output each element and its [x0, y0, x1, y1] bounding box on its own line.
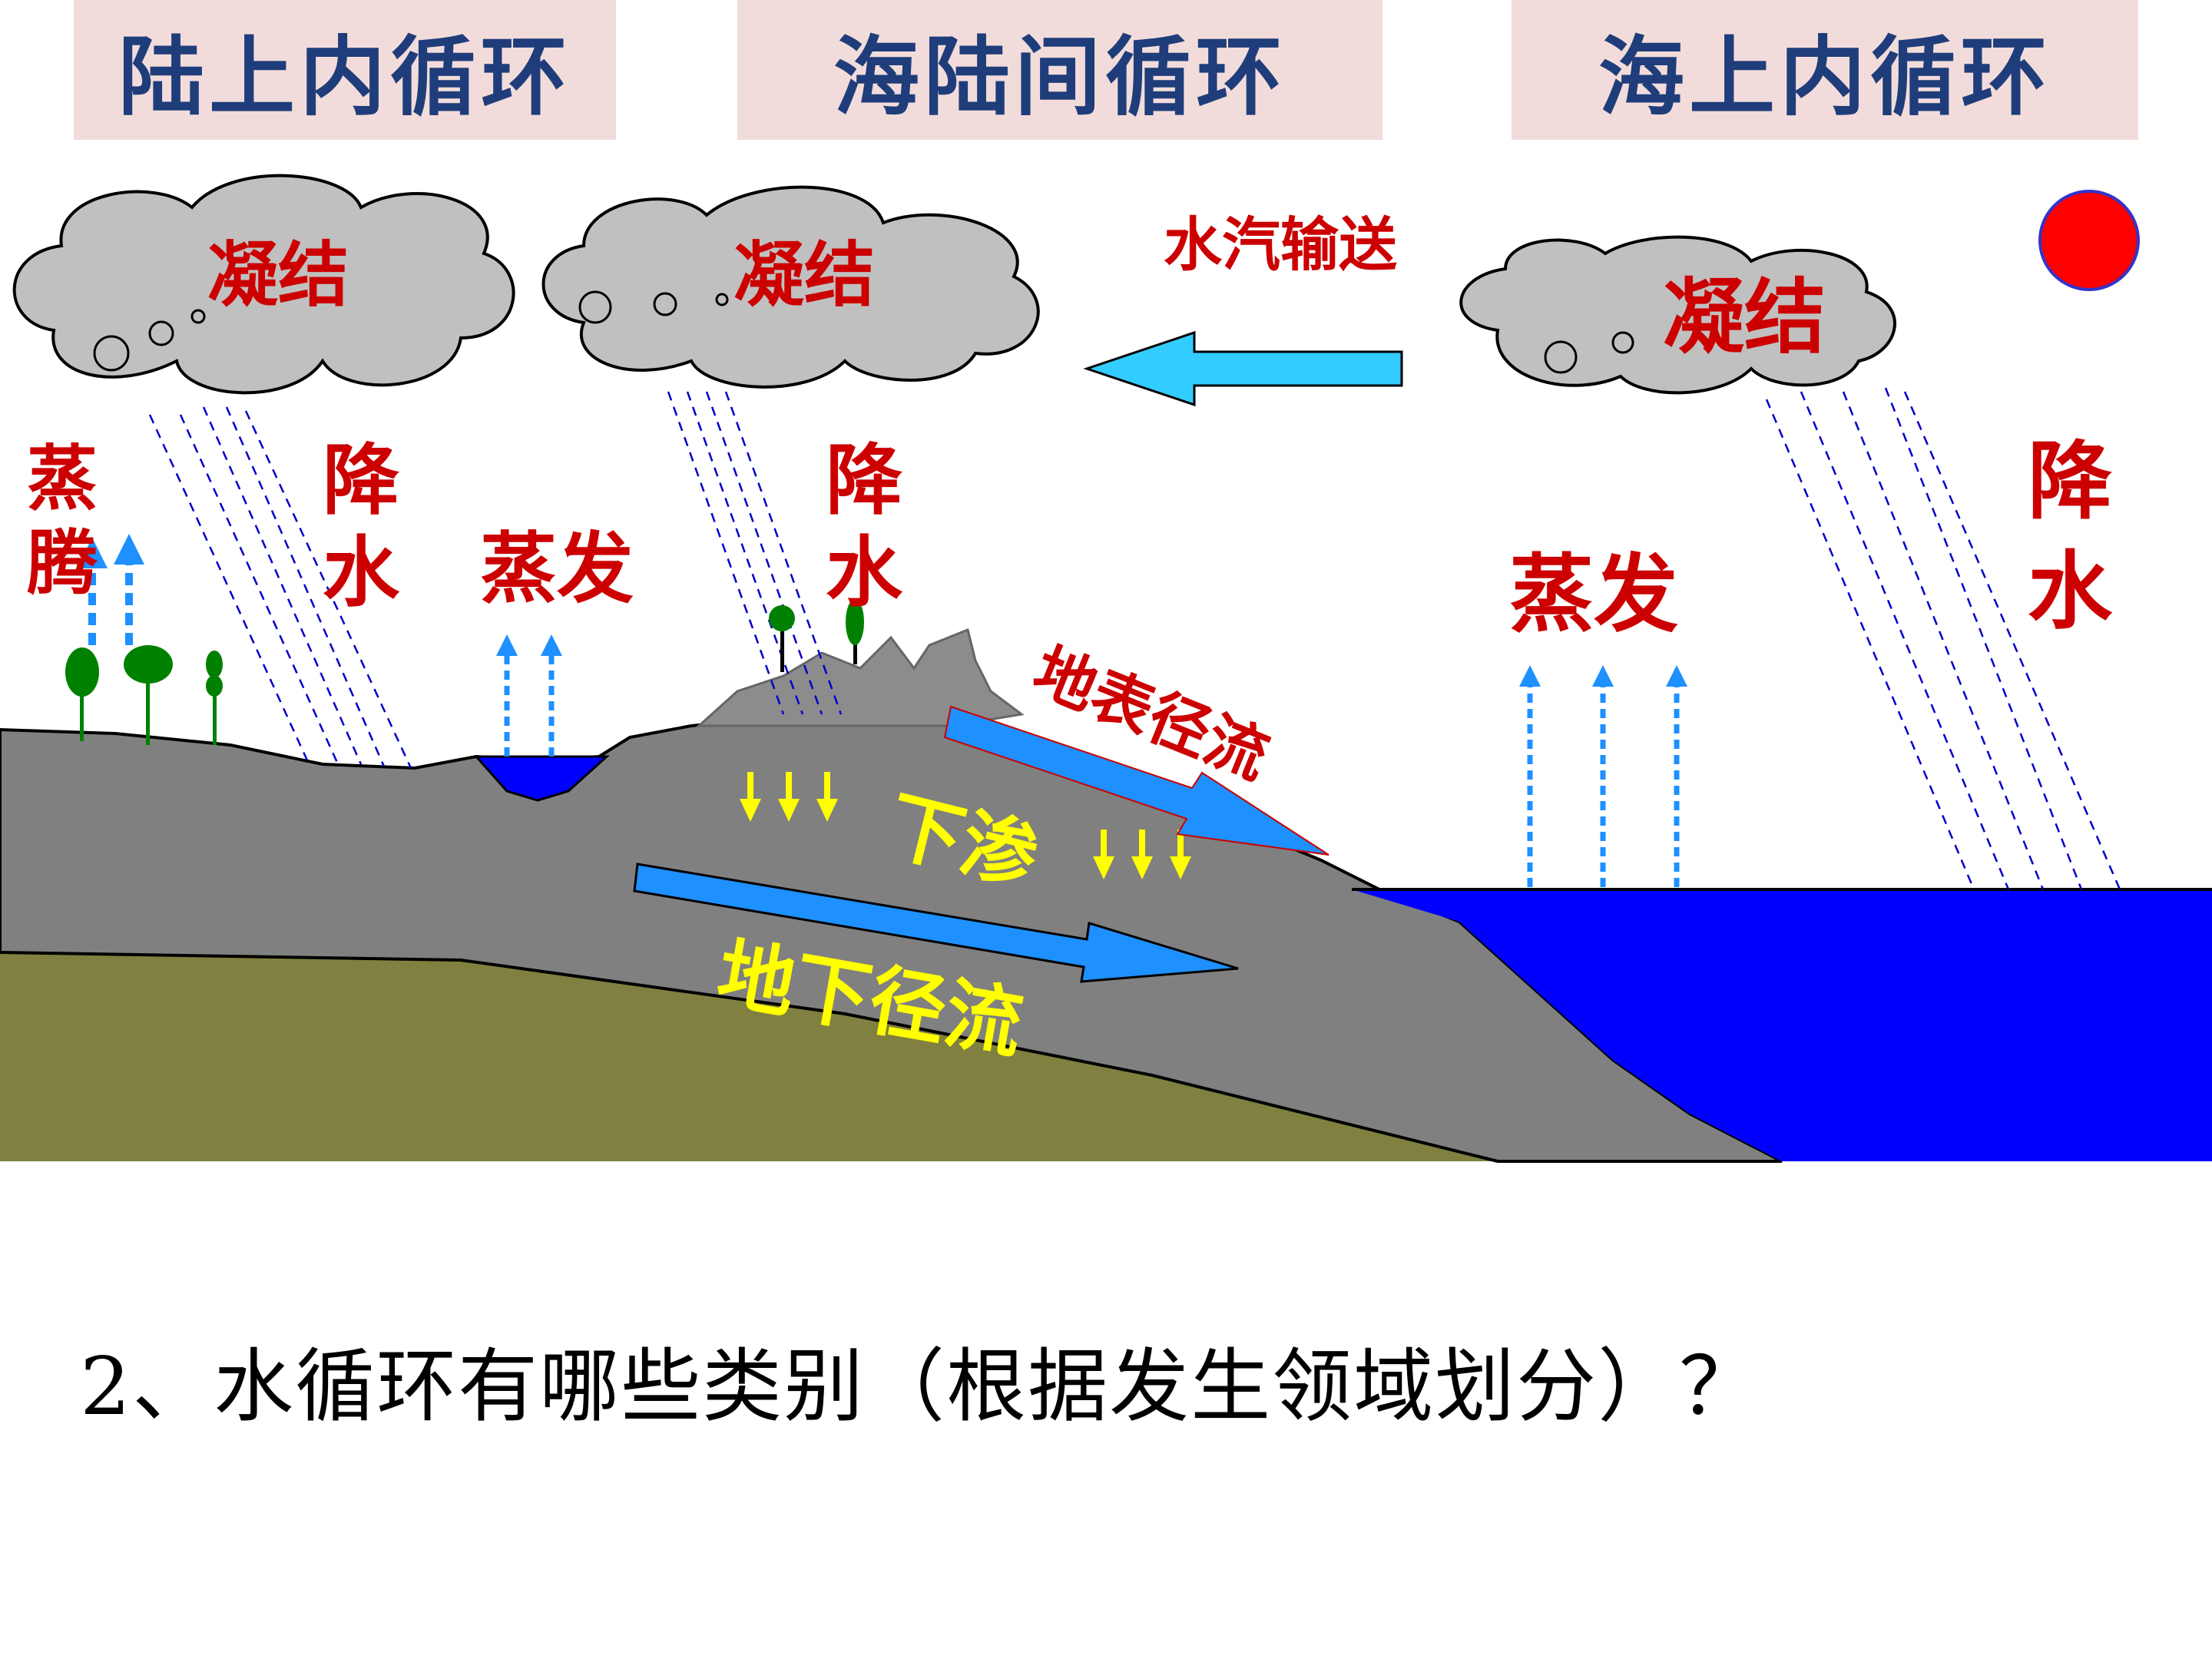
- transpiration-label: 蒸: [27, 438, 98, 520]
- tree-icon: [846, 599, 864, 664]
- header-sea-cycle-text: 海上内循环: [1598, 27, 2051, 127]
- transpiration-label: 腾: [27, 522, 98, 604]
- cloud-icon: [541, 185, 1040, 389]
- precipitation-label: 降: [826, 435, 902, 525]
- header-sea-cycle: 海上内循环: [1512, 0, 2138, 140]
- cloud-icon: [12, 174, 515, 395]
- evaporation-arrows-lake: [496, 634, 562, 757]
- transpiration-arrows: [77, 534, 144, 645]
- surface-runoff-arrow: [943, 705, 1330, 856]
- rain-middle: [667, 391, 843, 715]
- evaporation-arrows-sea: [1519, 665, 1687, 887]
- question-text: 2、水循环有哪些类别（根据发生领域划分）？: [80, 1339, 1761, 1433]
- condense-label: 凝结: [207, 234, 349, 316]
- evaporation-label: 蒸发: [1509, 545, 1678, 644]
- header-sea-land-cycle-text: 海陆间循环: [833, 27, 1286, 127]
- rain-left: [148, 406, 412, 769]
- groundwater-runoff-arrow: [633, 863, 1239, 983]
- condense-label: 凝结: [733, 234, 875, 316]
- sea: [1352, 889, 2212, 1161]
- precipitation-label: 水: [323, 528, 400, 618]
- tree-icon: [65, 647, 99, 741]
- tree-icon: [769, 605, 795, 672]
- water-cycle-diagram: 凝结 凝结 凝结 蒸 腾 降 水 蒸发 降 水 水汽输送 蒸发 降 水 地表径流…: [0, 174, 2212, 1163]
- evaporation-label: 蒸发: [480, 524, 634, 614]
- vapor-transport-label: 水汽输送: [1164, 210, 1397, 279]
- header-land-cycle: 陆上内循环: [74, 0, 616, 140]
- header-land-cycle-text: 陆上内循环: [118, 27, 571, 127]
- vapor-transport-arrow: [1083, 330, 1403, 407]
- rain-right: [1765, 387, 2121, 890]
- mountain: [696, 628, 1025, 727]
- bedrock-layer: [0, 952, 1498, 1161]
- tree-icon: [206, 651, 223, 745]
- precipitation-label: 降: [323, 435, 399, 525]
- cloud-icon: [1459, 235, 1896, 395]
- precipitation-label: 水: [2028, 542, 2113, 641]
- header-sea-land-cycle: 海陆间循环: [737, 0, 1382, 140]
- lake: [473, 755, 610, 802]
- precipitation-label: 水: [826, 528, 903, 618]
- condense-label: 凝结: [1663, 270, 1826, 365]
- infiltration-arrows: [740, 772, 1191, 879]
- precipitation-label: 降: [2028, 432, 2112, 531]
- tree-icon: [124, 645, 173, 745]
- sun-icon: [2038, 190, 2140, 291]
